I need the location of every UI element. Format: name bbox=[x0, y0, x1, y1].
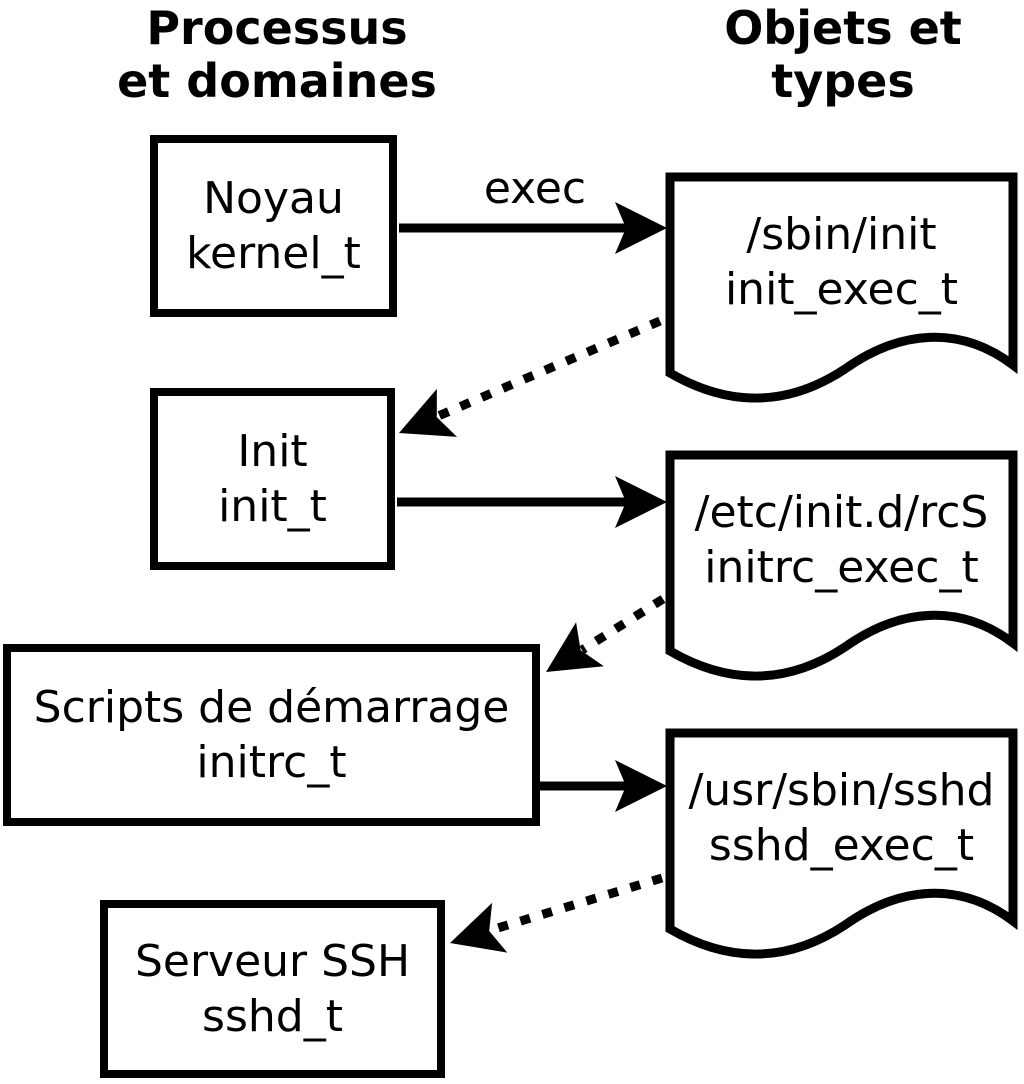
edge-label-exec: exec bbox=[483, 163, 587, 214]
column-header-processes: Processus et domaines bbox=[77, 2, 477, 108]
column-header-objects: Objets et types bbox=[643, 2, 1024, 108]
process-init-domain: init_t bbox=[218, 481, 327, 532]
process-init-name: Init bbox=[237, 426, 308, 477]
process-sshd-domain: sshd_t bbox=[202, 991, 343, 1042]
process-box-sshd: Serveur SSH sshd_t bbox=[100, 900, 445, 1078]
column-header-processes-line1: Processus bbox=[146, 1, 408, 55]
process-kernel-name: Noyau bbox=[203, 173, 344, 224]
process-initrc-domain: initrc_t bbox=[196, 737, 347, 788]
arrow-transition-initrc-head bbox=[546, 622, 604, 672]
process-box-kernel: Noyau kernel_t bbox=[150, 135, 397, 317]
arrow-exec-initrc-head bbox=[615, 760, 667, 812]
column-header-objects-line2: types bbox=[771, 54, 915, 108]
document-shape-sshd-exec bbox=[665, 728, 1018, 959]
arrow-transition-init-shaft bbox=[434, 316, 662, 422]
column-header-objects-line1: Objets et bbox=[724, 1, 962, 55]
process-initrc-name: Scripts de démarrage bbox=[33, 682, 510, 733]
arrow-transition-init-head bbox=[399, 388, 458, 437]
object-init-exec-type: init_exec_t bbox=[724, 264, 959, 315]
object-init-exec-path: /sbin/init bbox=[746, 209, 937, 260]
arrow-transition-initrc-shaft bbox=[579, 595, 666, 654]
process-sshd-name: Serveur SSH bbox=[134, 936, 411, 987]
object-sshd-exec-type: sshd_exec_t bbox=[708, 820, 975, 871]
object-initrc-exec-path: /etc/init.d/rcS bbox=[694, 487, 989, 538]
object-label-sshd-exec: /usr/sbin/sshd sshd_exec_t bbox=[670, 763, 1013, 873]
document-shape-init-exec bbox=[665, 172, 1018, 403]
arrow-exec-init-head bbox=[615, 476, 667, 528]
object-sshd-exec-path: /usr/sbin/sshd bbox=[688, 765, 995, 816]
object-label-init-exec: /sbin/init init_exec_t bbox=[670, 207, 1013, 317]
arrow-transition-sshd-head bbox=[450, 902, 508, 953]
object-initrc-exec-type: initrc_exec_t bbox=[704, 542, 979, 593]
column-header-processes-line2: et domaines bbox=[117, 54, 437, 108]
document-shape-initrc-exec bbox=[665, 450, 1018, 681]
arrow-transition-sshd-shaft bbox=[486, 873, 664, 936]
process-kernel-domain: kernel_t bbox=[186, 228, 361, 279]
arrow-exec-kernel-head bbox=[615, 202, 667, 254]
process-box-init: Init init_t bbox=[150, 388, 395, 570]
process-box-initrc: Scripts de démarrage initrc_t bbox=[3, 644, 540, 826]
object-label-initrc-exec: /etc/init.d/rcS initrc_exec_t bbox=[670, 485, 1013, 595]
